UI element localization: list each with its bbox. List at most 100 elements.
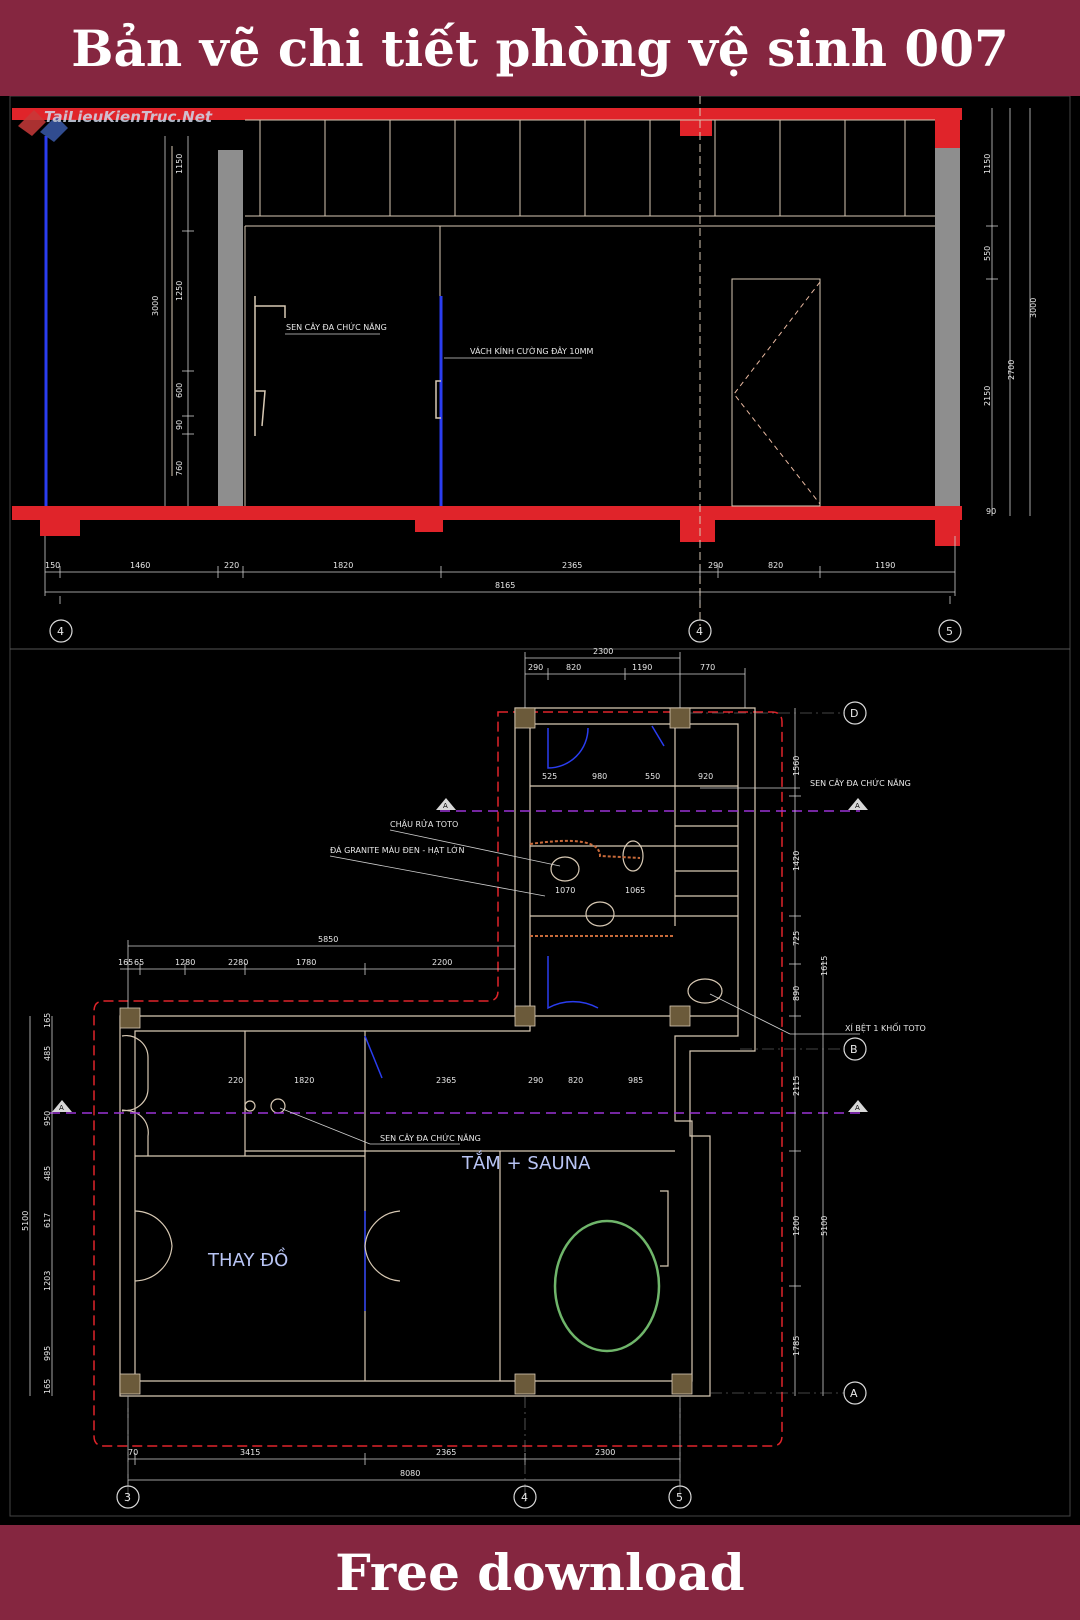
elev-dim-right-3: 3000 — [1029, 298, 1038, 318]
plan-dim-left-4: 485 — [43, 1166, 52, 1181]
section-tag-2: A — [855, 802, 860, 810]
watermark-logo: TaiLieuKienTruc.Net — [18, 108, 213, 142]
fixtures — [244, 840, 723, 1114]
plan-dim-row-2: 65 — [134, 958, 144, 967]
plan-dim-bottom-3: 2365 — [436, 1448, 456, 1457]
elev-dim-b1: 150 — [45, 561, 60, 570]
plan-dim-bottom-total: 8080 — [400, 1469, 420, 1478]
plan-dim-r2-6: 985 — [628, 1076, 643, 1085]
room-label-change: THAY ĐỒ — [207, 1247, 288, 1271]
plan-dim-bottom-1: 70 — [128, 1448, 138, 1457]
section-tag-4: A — [855, 1104, 860, 1112]
section-tag-3: A — [59, 1104, 64, 1112]
plan-dim-left-2: 485 — [43, 1046, 52, 1061]
elev-axis-2: 4 — [696, 625, 703, 638]
title-banner: Bản vẽ chi tiết phòng vệ sinh 007 — [0, 0, 1080, 96]
plan-dim-inner-3: 550 — [645, 772, 660, 781]
section-tag-1: A — [443, 802, 448, 810]
plan-dim-row-total: 5850 — [318, 935, 338, 944]
elev-dim-total: 8165 — [495, 581, 515, 590]
plan-dim-r2-2: 1820 — [294, 1076, 314, 1085]
elev-dim-b5: 2365 — [562, 561, 582, 570]
plan-dim-top-1: 290 — [528, 663, 543, 672]
floor-plan: A A A A TẮM + SAUNA THAY ĐỒ SEN CÂY ĐA C… — [21, 647, 926, 1509]
label-granite: ĐÁ GRANITE MÀU ĐEN - HẠT LỚN — [330, 844, 464, 856]
elev-dim-left-4: 90 — [175, 420, 184, 430]
elev-dim-right-1: 1150 — [983, 154, 992, 174]
room-label-bath: TẮM + SAUNA — [461, 1150, 591, 1174]
plan-dim-left-1: 165 — [43, 1013, 52, 1028]
plan-dim-bottom-2: 3415 — [240, 1448, 260, 1457]
elev-dim-left-5: 760 — [175, 461, 184, 476]
plan-dim-left-5: 5100 — [21, 1211, 30, 1231]
plan-dim-top-total: 2300 — [593, 647, 613, 656]
plan-dim-row-5: 1780 — [296, 958, 316, 967]
elevation-glass-label: VÁCH KÍNH CƯỜNG ĐÂY 10MM — [470, 345, 593, 356]
grid-bubble-5: 5 — [676, 1491, 683, 1504]
elev-dim-left-2: 1250 — [175, 281, 184, 301]
plan-dim-row-4: 2280 — [228, 958, 248, 967]
page-title: Bản vẽ chi tiết phòng vệ sinh 007 — [71, 18, 1009, 78]
plan-dim-inner-1: 525 — [542, 772, 557, 781]
plan-dim-row-1: 165 — [118, 958, 133, 967]
plan-dim-row-6: 2200 — [432, 958, 452, 967]
elev-axis-3: 5 — [946, 625, 953, 638]
elevation-shower-label: SEN CÂY ĐA CHỨC NĂNG — [286, 321, 387, 332]
plan-dim-left-7: 1203 — [43, 1271, 52, 1291]
door-elevation — [731, 278, 821, 507]
grid-bubble-d: D — [850, 707, 858, 720]
plan-dim-right-7: 1200 — [792, 1216, 801, 1236]
plan-dim-inner-4: 920 — [698, 772, 713, 781]
plan-dim-right-6: 2115 — [792, 1076, 801, 1096]
plan-dim-r2-3: 2365 — [436, 1076, 456, 1085]
plan-dim-bottom-4: 2300 — [595, 1448, 615, 1457]
elev-dim-right-2: 550 — [983, 246, 992, 261]
plan-dim-top-3: 1190 — [632, 663, 652, 672]
grid-bubble-a: A — [850, 1387, 858, 1400]
grid-bubble-3: 3 — [124, 1491, 131, 1504]
watermark-text: TaiLieuKienTruc.Net — [44, 108, 213, 126]
plan-dim-right-4: 890 — [792, 986, 801, 1001]
grid-bubble-4: 4 — [521, 1491, 528, 1504]
elev-dim-b3: 220 — [224, 561, 239, 570]
elev-dim-left-1: 1150 — [175, 154, 184, 174]
plan-dim-top-2: 820 — [566, 663, 581, 672]
plan-dim-mid-1: 1070 — [555, 886, 575, 895]
plan-dim-right-1: 1560 — [792, 756, 801, 776]
plan-dim-right-3: 725 — [792, 931, 801, 946]
elev-dim-b4: 1820 — [333, 561, 353, 570]
elev-axis-1: 4 — [57, 625, 64, 638]
plan-dim-left-6: 617 — [43, 1213, 52, 1228]
plan-dim-top-4: 770 — [700, 663, 715, 672]
plan-dim-right-8: 1785 — [792, 1336, 801, 1356]
elev-dim-b2: 1460 — [130, 561, 150, 570]
plan-dim-r2-4: 290 — [528, 1076, 543, 1085]
elev-dim-b8: 1190 — [875, 561, 895, 570]
plan-dim-left-3: 950 — [43, 1111, 52, 1126]
sauna-tub — [553, 1219, 661, 1353]
label-basin: CHẬU RỬA TOTO — [390, 818, 458, 830]
elev-dim-right-5: 2150 — [983, 386, 992, 406]
label-shower-bottom: SEN CÂY ĐA CHỨC NĂNG — [380, 1132, 481, 1143]
plan-dim-r2-5: 820 — [568, 1076, 583, 1085]
plan-dim-right-2: 1420 — [792, 851, 801, 871]
elev-dim-left-3: 600 — [175, 383, 184, 398]
label-toilet: XÍ BỆT 1 KHỐI TOTO — [845, 1021, 926, 1034]
plan-dim-right-5: 1615 — [820, 956, 829, 976]
plan-dim-r2-1: 220 — [228, 1076, 243, 1085]
shower-elevation — [254, 296, 286, 436]
elev-dim-b7: 820 — [768, 561, 783, 570]
grid-bubble-b: B — [850, 1043, 858, 1056]
download-label[interactable]: Free download — [335, 1543, 745, 1602]
plan-dim-right-9: 5100 — [820, 1216, 829, 1236]
cad-drawing: SEN CÂY ĐA CHỨC NĂNG VÁCH KÍNH CƯỜNG ĐÂY… — [0, 95, 1080, 1525]
elev-dim-right-4: 2700 — [1007, 360, 1016, 380]
elev-dim-b6: 290 — [708, 561, 723, 570]
elev-dim-right-6: 90 — [986, 507, 996, 516]
label-shower-top: SEN CÂY ĐA CHỨC NĂNG — [810, 777, 911, 788]
plan-dim-left-9: 165 — [43, 1379, 52, 1394]
plan-dim-mid-2: 1065 — [625, 886, 645, 895]
elevation-drawing: SEN CÂY ĐA CHỨC NĂNG VÁCH KÍNH CƯỜNG ĐÂY… — [12, 96, 1038, 643]
plan-dim-row-3: 1280 — [175, 958, 195, 967]
download-banner[interactable]: Free download — [0, 1525, 1080, 1620]
